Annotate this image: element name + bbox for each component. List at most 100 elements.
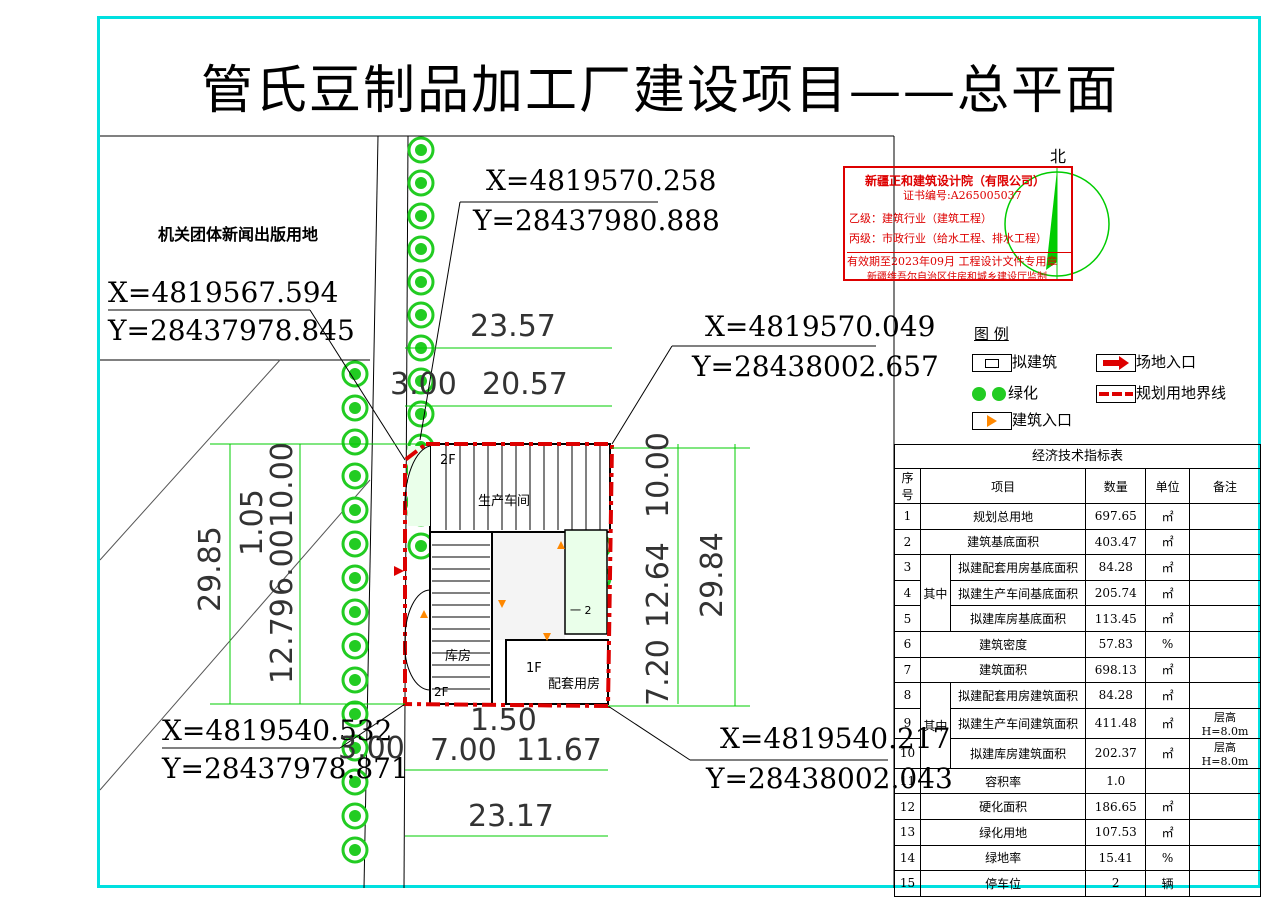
row-qty: 403.47	[1085, 528, 1147, 556]
stamp-line-4: 丙级：市政行业（给水工程、排水工程）	[849, 232, 1047, 245]
row-qty: 186.65	[1085, 793, 1147, 820]
row-number: 3	[894, 554, 921, 581]
north-arrow-icon: 北	[1004, 147, 1110, 280]
row-item: 规划总用地	[919, 503, 1087, 530]
row-unit: 辆	[1145, 870, 1191, 897]
diagonal-line-2	[99, 479, 371, 791]
green-area-small	[564, 529, 608, 635]
row-note: 层高H=8.0m	[1189, 737, 1261, 769]
tree-canopy	[349, 538, 361, 550]
coord-1-y: Y=28437980.888	[472, 204, 720, 237]
leader-3b	[611, 345, 673, 445]
row-qty: 697.65	[1085, 503, 1147, 530]
row-item: 硬化面积	[919, 793, 1087, 820]
entrance-arc-2	[404, 589, 431, 641]
legend-proposed-building: 拟建筑	[972, 351, 1057, 372]
row-number: 5	[894, 605, 921, 632]
indicator-table-title: 经济技术指标表	[894, 444, 1261, 468]
row-note	[1189, 767, 1261, 795]
row-unit	[1145, 767, 1191, 795]
legend-site-entrance: 场地入口	[1096, 351, 1196, 372]
row-qty: 1.0	[1085, 767, 1147, 795]
tree-canopy	[349, 436, 361, 448]
row-unit: %	[1145, 844, 1191, 872]
dim-left-b: 10.00	[265, 442, 300, 528]
row-item: 建筑密度	[919, 630, 1087, 658]
header-cell: 序号	[894, 468, 921, 504]
warehouse-floors: 2F	[434, 685, 449, 699]
dim-top-building: 20.57	[482, 367, 568, 402]
header-cell: 单位	[1145, 468, 1191, 504]
row-number: 6	[894, 630, 921, 658]
row-number: 10	[894, 737, 921, 769]
row-unit: ㎡	[1145, 503, 1191, 530]
row-qty: 2	[1085, 870, 1147, 897]
dim-bottom-b: 11.67	[516, 733, 602, 768]
header-cell: 备注	[1189, 468, 1261, 504]
tree-canopy	[415, 276, 427, 288]
header-cell: 数量	[1085, 468, 1147, 504]
building-entrance-icon-4	[420, 610, 428, 618]
stamp-line-3: 乙级：建筑行业（建筑工程）	[849, 212, 992, 225]
row-note	[1189, 682, 1261, 709]
page-title: 管氏豆制品加工厂建设项目——总平面	[200, 61, 1119, 121]
row-item: 绿化用地	[919, 818, 1087, 846]
row-number: 9	[894, 707, 921, 739]
row-number: 1	[894, 503, 921, 530]
dim-bottom-gap: 1.50	[470, 703, 537, 738]
auxiliary-building	[505, 639, 609, 705]
group-label: 其中	[919, 682, 951, 769]
legend-title: 图 例	[974, 325, 1009, 343]
auxiliary-floors: 1F	[526, 661, 542, 676]
neighbor-land-label: 机关团体新闻出版用地	[158, 225, 318, 244]
row-note	[1189, 656, 1261, 684]
row-item: 拟建配套用房建筑面积	[949, 682, 1087, 709]
legend-greening: 绿化	[972, 382, 1038, 403]
row-item: 绿地率	[919, 844, 1087, 872]
row-item: 停车位	[919, 870, 1087, 897]
entrance-arc-1	[404, 445, 431, 511]
row-unit: ㎡	[1145, 579, 1191, 607]
row-note	[1189, 844, 1261, 872]
leader-1b	[419, 201, 461, 441]
stamp-line-1: 新疆正和建筑设计院（有限公司）	[865, 174, 1046, 188]
tree-canopy	[349, 504, 361, 516]
dim-bottom-a: 7.00	[430, 733, 497, 768]
coord-4-y: Y=28437978.871	[161, 752, 409, 785]
row-note	[1189, 554, 1261, 581]
row-note	[1189, 630, 1261, 658]
warehouse-hatch	[432, 544, 490, 690]
row-unit: ㎡	[1145, 605, 1191, 632]
row-note	[1189, 870, 1261, 897]
small-building-label: 一 2	[570, 604, 592, 617]
row-note	[1189, 528, 1261, 556]
dimension-labels: 23.57 3.00 20.57 1.50 3.00 7.00 11.67 23…	[193, 309, 730, 834]
row-number: 12	[894, 793, 921, 820]
row-number: 7	[894, 656, 921, 684]
red-arrow-icon	[1096, 354, 1136, 372]
row-item: 拟建生产车间基底面积	[949, 579, 1087, 607]
dim-right-total: 29.84	[695, 532, 730, 618]
tree-canopy	[349, 470, 361, 482]
tree-canopy	[349, 572, 361, 584]
workshop-hatch	[445, 446, 601, 530]
dim-bottom-total: 23.17	[468, 799, 554, 834]
leader-4b	[339, 703, 406, 749]
table-header-row: 序号项目数量单位备注	[894, 468, 1261, 504]
row-qty: 202.37	[1085, 737, 1147, 769]
dim-left-d: 12.79	[265, 598, 300, 684]
coord-2-x: X=4819567.594	[108, 276, 338, 309]
building-outline-icon	[972, 354, 1012, 372]
row-qty: 698.13	[1085, 656, 1147, 684]
building-entrance-icon-2	[543, 633, 551, 641]
coord-3-x: X=4819570.049	[705, 310, 935, 343]
